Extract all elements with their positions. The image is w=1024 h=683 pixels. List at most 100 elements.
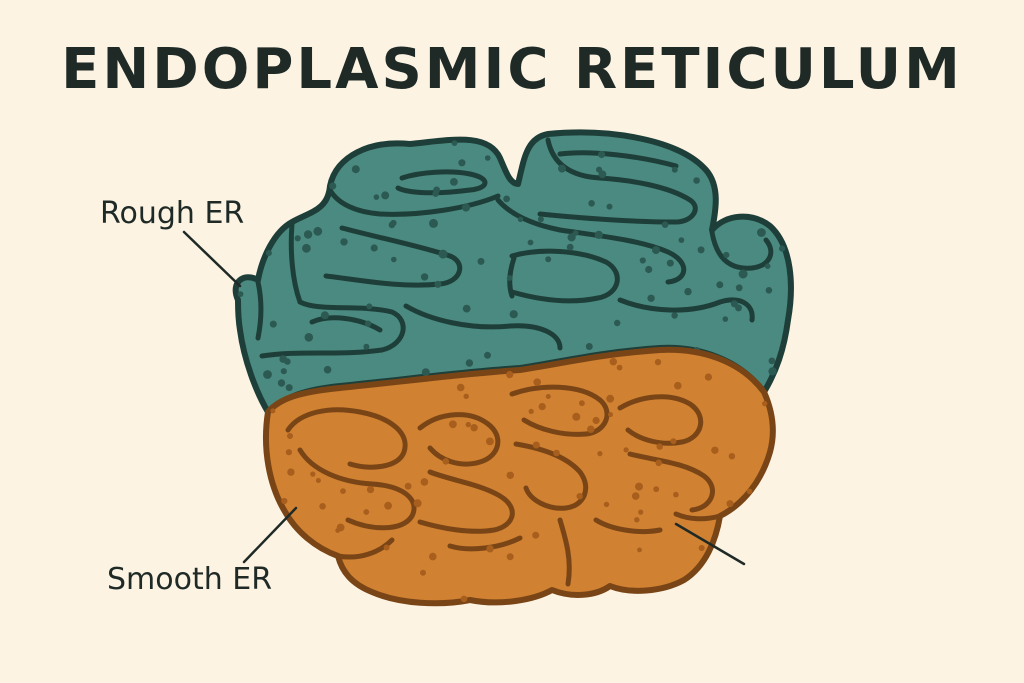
texture-dot bbox=[684, 287, 692, 296]
texture-dot bbox=[420, 273, 429, 281]
texture-dot bbox=[572, 412, 581, 421]
texture-dot bbox=[280, 368, 287, 375]
rough-er-folds bbox=[255, 137, 774, 359]
texture-dot bbox=[302, 243, 311, 253]
texture-dot bbox=[779, 245, 786, 252]
texture-dot bbox=[638, 509, 644, 515]
texture-dot bbox=[738, 269, 748, 279]
texture-dot bbox=[462, 304, 471, 313]
texture-dot bbox=[716, 281, 724, 289]
texture-dot bbox=[421, 368, 430, 377]
texture-dot bbox=[764, 263, 771, 270]
texture-dot bbox=[609, 358, 617, 366]
smooth-er-texture bbox=[270, 358, 768, 603]
texture-dot bbox=[509, 310, 518, 319]
texture-dot bbox=[450, 178, 458, 186]
texture-dot bbox=[319, 503, 326, 510]
texture-dot bbox=[388, 221, 396, 229]
texture-dot bbox=[486, 545, 494, 553]
texture-dot bbox=[579, 400, 585, 407]
texture-dot bbox=[594, 230, 603, 239]
texture-dot bbox=[585, 343, 593, 350]
texture-dot bbox=[237, 291, 244, 297]
texture-dot bbox=[527, 239, 534, 246]
texture-dot bbox=[639, 257, 646, 264]
texture-dot bbox=[746, 488, 753, 495]
texture-dot bbox=[506, 371, 514, 379]
texture-dot bbox=[413, 499, 422, 508]
texture-dot bbox=[303, 230, 313, 239]
texture-dot bbox=[279, 356, 286, 363]
texture-dot bbox=[631, 492, 640, 500]
texture-dot bbox=[545, 394, 551, 399]
texture-dot bbox=[655, 459, 662, 467]
texture-dot bbox=[420, 478, 429, 486]
rough-er-ribosomes bbox=[237, 140, 786, 392]
texture-dot bbox=[366, 486, 375, 494]
texture-dot bbox=[285, 384, 293, 392]
texture-dot bbox=[269, 320, 277, 328]
texture-dot bbox=[263, 370, 272, 379]
texture-dot bbox=[429, 552, 437, 561]
texture-dot bbox=[673, 491, 679, 498]
texture-dot bbox=[608, 412, 613, 418]
texture-dot bbox=[470, 424, 478, 432]
texture-dot bbox=[434, 280, 442, 288]
texture-dot bbox=[310, 471, 316, 477]
texture-dot bbox=[606, 394, 615, 403]
texture-dot bbox=[635, 482, 643, 491]
smooth-er-right-leader-line bbox=[674, 522, 746, 566]
rough-er-label: Rough ER bbox=[100, 196, 245, 231]
texture-dot bbox=[603, 501, 610, 508]
texture-dot bbox=[463, 393, 469, 399]
texture-dot bbox=[484, 155, 491, 161]
texture-dot bbox=[670, 438, 677, 445]
texture-dot bbox=[722, 316, 729, 322]
texture-dot bbox=[265, 250, 272, 256]
texture-dot bbox=[666, 259, 674, 267]
texture-dot bbox=[765, 287, 773, 294]
texture-dot bbox=[270, 408, 276, 414]
texture-dot bbox=[503, 195, 510, 203]
texture-dot bbox=[281, 497, 288, 505]
texture-dot bbox=[506, 275, 513, 281]
texture-dot bbox=[277, 379, 286, 387]
texture-dot bbox=[517, 216, 524, 222]
texture-dot bbox=[285, 449, 292, 456]
texture-dot bbox=[287, 433, 293, 439]
texture-dot bbox=[671, 312, 678, 319]
texture-dot bbox=[391, 256, 397, 263]
texture-dot bbox=[545, 256, 552, 263]
texture-dot bbox=[323, 365, 332, 374]
texture-dot bbox=[313, 226, 323, 236]
texture-dot bbox=[567, 233, 576, 242]
texture-dot bbox=[647, 294, 655, 302]
texture-dot bbox=[438, 249, 448, 259]
texture-dot bbox=[366, 303, 373, 310]
texture-dot bbox=[315, 478, 321, 483]
texture-dot bbox=[351, 165, 360, 174]
texture-dot bbox=[698, 545, 705, 551]
texture-dot bbox=[566, 243, 574, 251]
texture-dot bbox=[370, 244, 378, 252]
texture-dot bbox=[587, 425, 595, 433]
texture-dot bbox=[456, 383, 465, 392]
texture-dot bbox=[506, 553, 514, 561]
texture-dot bbox=[381, 191, 390, 200]
texture-dot bbox=[538, 403, 546, 411]
texture-dot bbox=[588, 200, 595, 207]
rough-er-leader-line bbox=[182, 230, 242, 288]
texture-dot bbox=[654, 358, 662, 366]
diagram-title: ENDOPLASMIC RETICULUM bbox=[61, 37, 963, 102]
rough-er bbox=[232, 129, 794, 415]
texture-dot bbox=[465, 359, 474, 367]
texture-dot bbox=[614, 319, 621, 327]
texture-dot bbox=[363, 509, 370, 515]
texture-dot bbox=[363, 343, 370, 350]
texture-dot bbox=[576, 493, 583, 500]
texture-dot bbox=[572, 230, 579, 236]
texture-dot bbox=[287, 468, 295, 476]
texture-dot bbox=[623, 447, 629, 453]
texture-dot bbox=[537, 216, 544, 223]
texture-dot bbox=[768, 367, 777, 376]
